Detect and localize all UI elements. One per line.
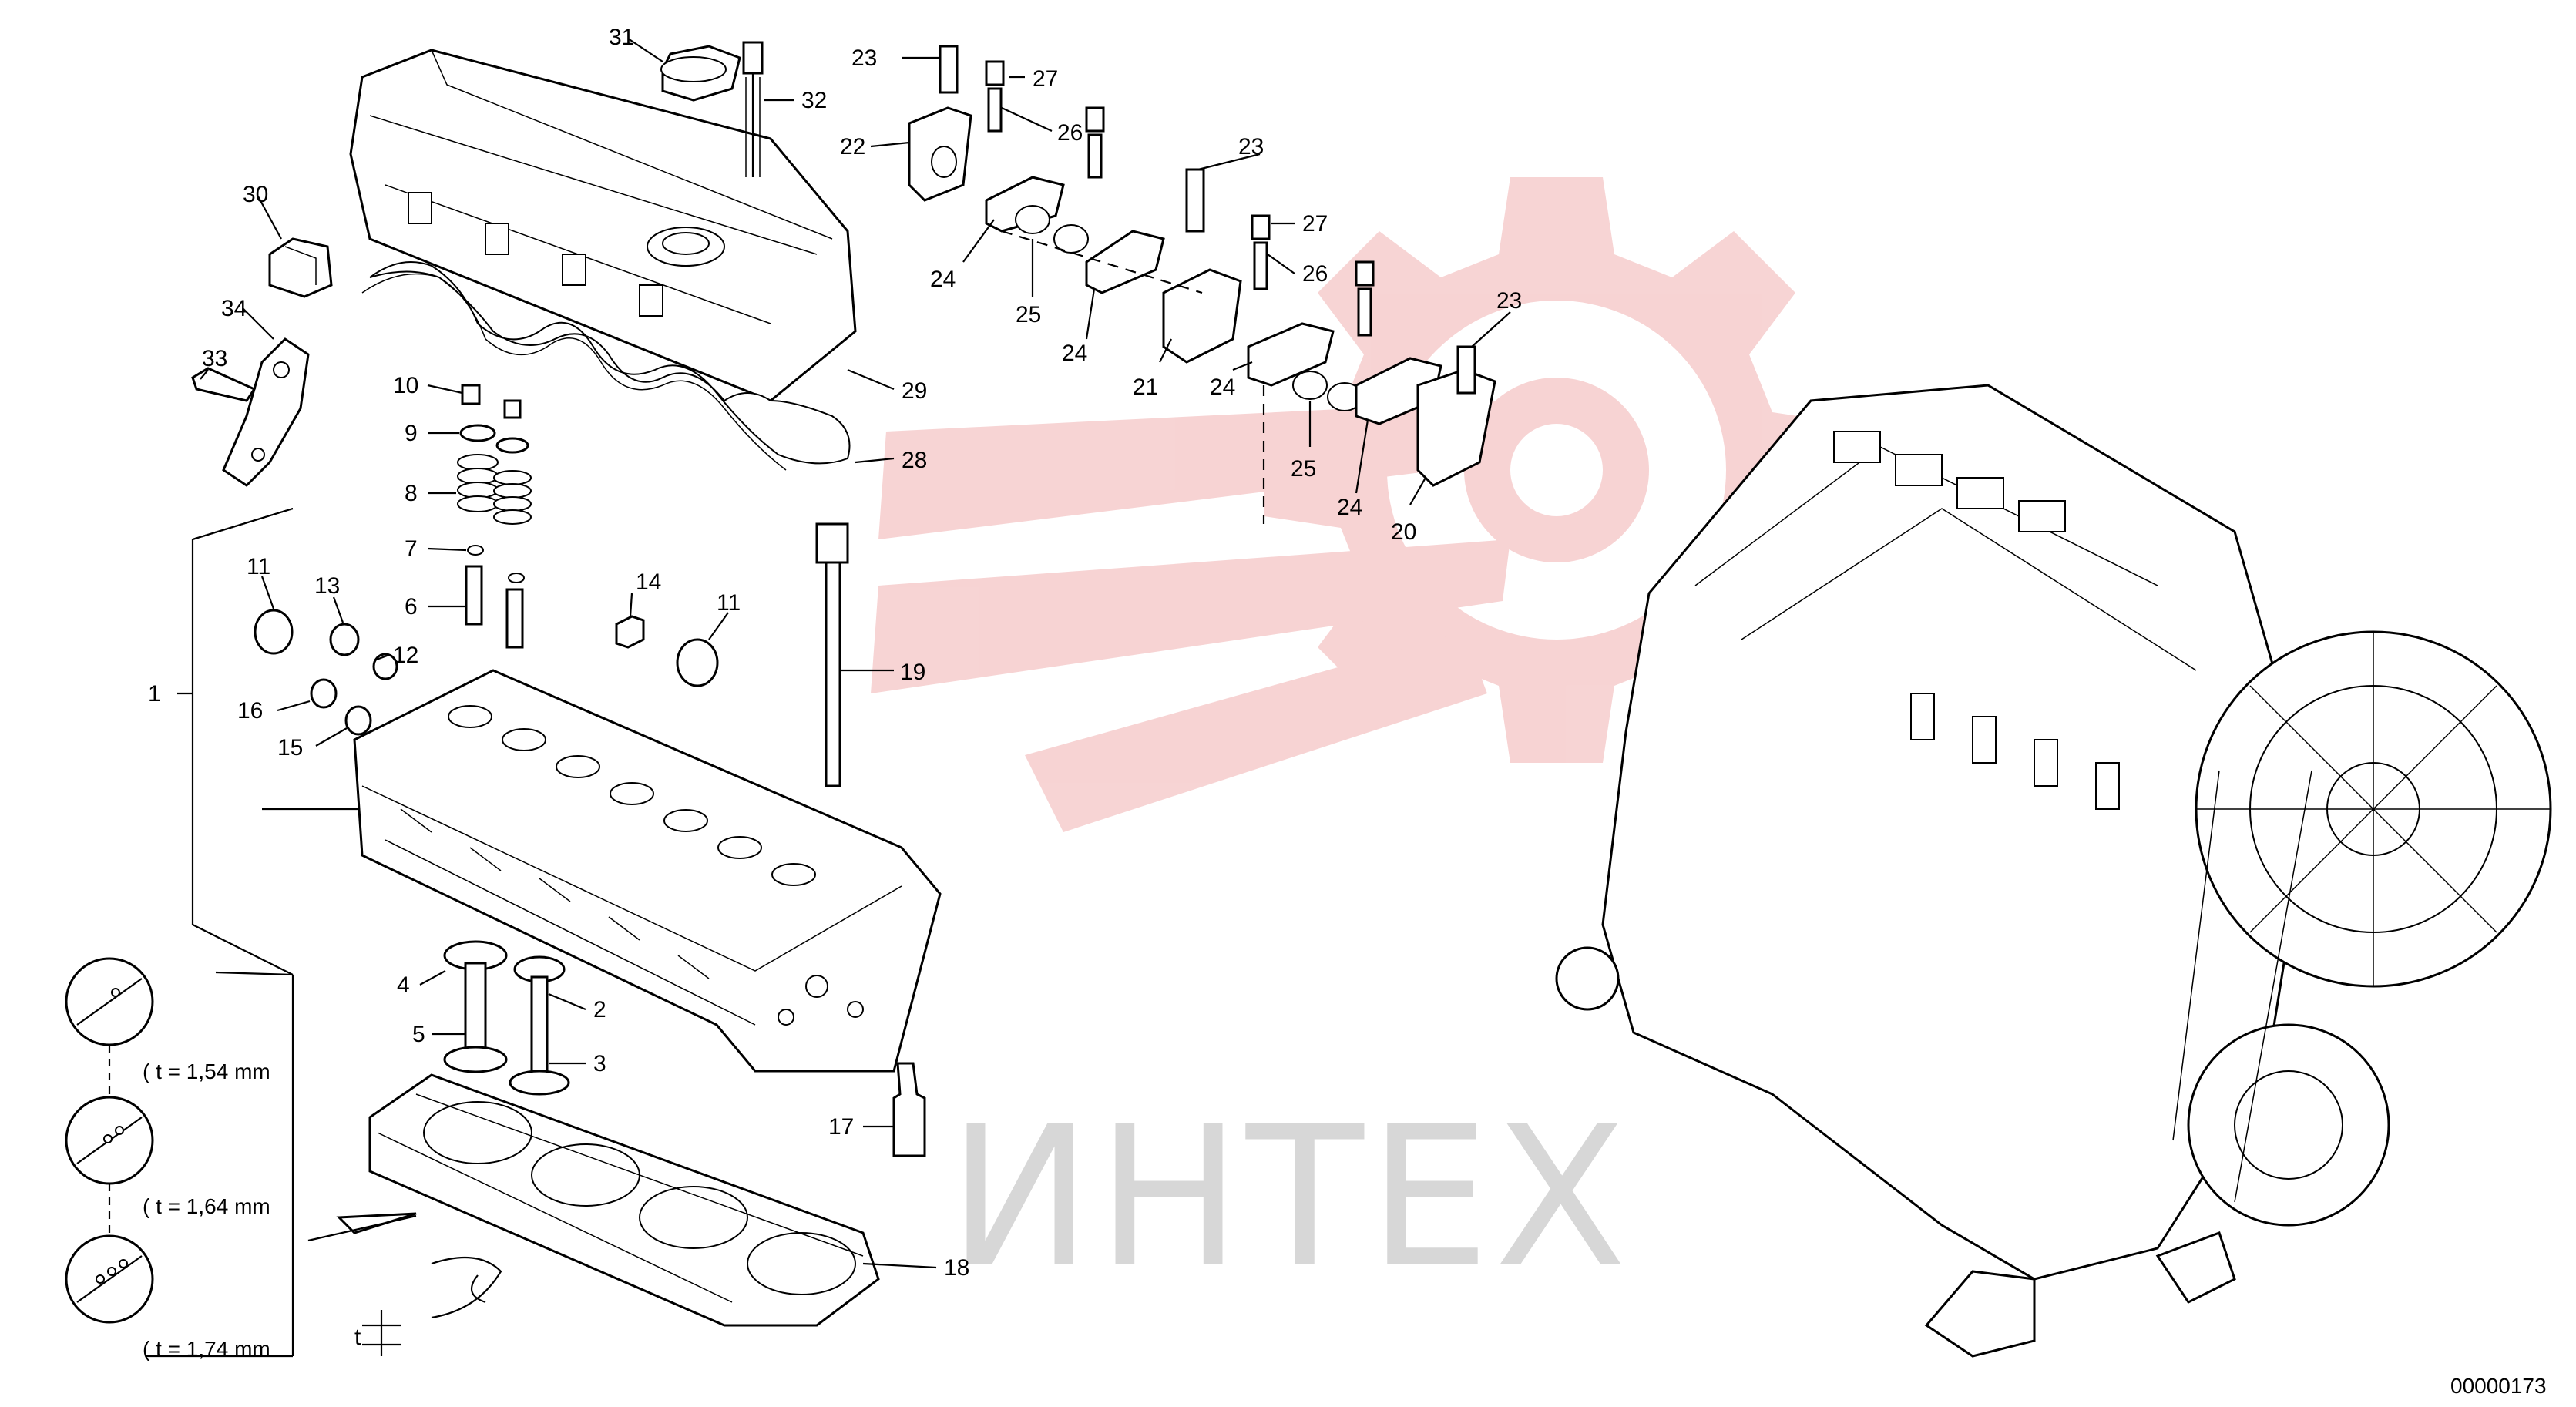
callout-8: 8 bbox=[405, 481, 418, 506]
callout-numbers: 31 32 30 34 33 29 28 10 9 8 7 6 11 13 12… bbox=[148, 25, 1522, 1281]
valve-cover bbox=[349, 49, 857, 402]
callout-11-right: 11 bbox=[717, 590, 741, 616]
callout-26-b: 26 bbox=[1302, 261, 1328, 287]
callout-17: 17 bbox=[828, 1114, 854, 1140]
injector-sleeve bbox=[892, 1062, 926, 1157]
callout-23-b: 23 bbox=[1238, 134, 1264, 160]
callout-11-left: 11 bbox=[247, 554, 270, 579]
oil-filler-cap bbox=[660, 45, 741, 102]
core-plugs bbox=[254, 609, 719, 736]
valve-spring-stack bbox=[457, 384, 532, 649]
callout-33: 33 bbox=[202, 346, 227, 371]
callout-10: 10 bbox=[393, 373, 418, 398]
leader-lines bbox=[146, 38, 1511, 1358]
complete-engine bbox=[1555, 384, 2552, 1358]
callout-24-d: 24 bbox=[1337, 495, 1362, 520]
drawing-number: 00000173 bbox=[2450, 1374, 2547, 1398]
callout-25-a: 25 bbox=[1016, 302, 1041, 327]
callout-26-a: 26 bbox=[1057, 120, 1083, 146]
callout-13: 13 bbox=[314, 573, 340, 599]
bracket-bolt bbox=[191, 367, 257, 402]
callout-6: 6 bbox=[405, 594, 418, 620]
callout-20: 20 bbox=[1391, 519, 1416, 545]
callout-7: 7 bbox=[405, 536, 418, 562]
lifting-bracket bbox=[222, 337, 310, 487]
callout-23-a: 23 bbox=[851, 45, 877, 71]
callout-22: 22 bbox=[840, 134, 865, 160]
callout-28: 28 bbox=[902, 448, 927, 473]
callout-27-b: 27 bbox=[1302, 211, 1328, 237]
callout-30: 30 bbox=[243, 182, 268, 207]
callout-9: 9 bbox=[405, 421, 418, 446]
callout-1: 1 bbox=[148, 681, 161, 707]
callout-29: 29 bbox=[902, 378, 927, 404]
thickness-label-3: ( t = 1,74 mm bbox=[143, 1337, 270, 1361]
valve-cover-gasket bbox=[361, 261, 851, 471]
callout-19: 19 bbox=[900, 660, 925, 685]
callout-14: 14 bbox=[636, 569, 661, 595]
valves bbox=[443, 940, 570, 1096]
callout-4: 4 bbox=[397, 972, 410, 998]
watermark-text: ИНТЕХ bbox=[948, 1085, 1631, 1309]
thickness-label-1: ( t = 1,54 mm bbox=[143, 1059, 270, 1083]
callout-23-c: 23 bbox=[1496, 288, 1522, 314]
callout-24-c: 24 bbox=[1210, 374, 1235, 400]
head-bolt bbox=[815, 522, 849, 787]
callout-34: 34 bbox=[221, 296, 247, 321]
thickness-symbol: t bbox=[354, 1325, 361, 1350]
callout-24-a: 24 bbox=[930, 267, 956, 292]
callout-2: 2 bbox=[593, 997, 606, 1023]
head-gasket bbox=[368, 1073, 880, 1327]
callout-18: 18 bbox=[944, 1255, 969, 1281]
gasket-thickness-legend bbox=[65, 957, 502, 1356]
callout-21: 21 bbox=[1133, 374, 1158, 400]
callout-32: 32 bbox=[801, 88, 827, 113]
callout-25-b: 25 bbox=[1291, 456, 1316, 482]
callout-16: 16 bbox=[237, 698, 263, 724]
cover-bolt bbox=[742, 41, 764, 177]
callout-24-b: 24 bbox=[1062, 341, 1087, 366]
rocker-arm-assembly bbox=[908, 45, 1496, 524]
breather-valve bbox=[268, 237, 333, 298]
callout-12: 12 bbox=[393, 643, 418, 668]
callout-27-a: 27 bbox=[1033, 66, 1058, 92]
callout-15: 15 bbox=[277, 735, 303, 761]
thickness-label-2: ( t = 1,64 mm bbox=[143, 1194, 270, 1218]
thickness-labels: ( t = 1,54 mm ( t = 1,64 mm ( t = 1,74 m… bbox=[143, 1059, 361, 1361]
callout-31: 31 bbox=[609, 25, 634, 50]
callout-3: 3 bbox=[593, 1051, 606, 1076]
cylinder-head bbox=[353, 669, 942, 1073]
callout-5: 5 bbox=[412, 1022, 425, 1047]
